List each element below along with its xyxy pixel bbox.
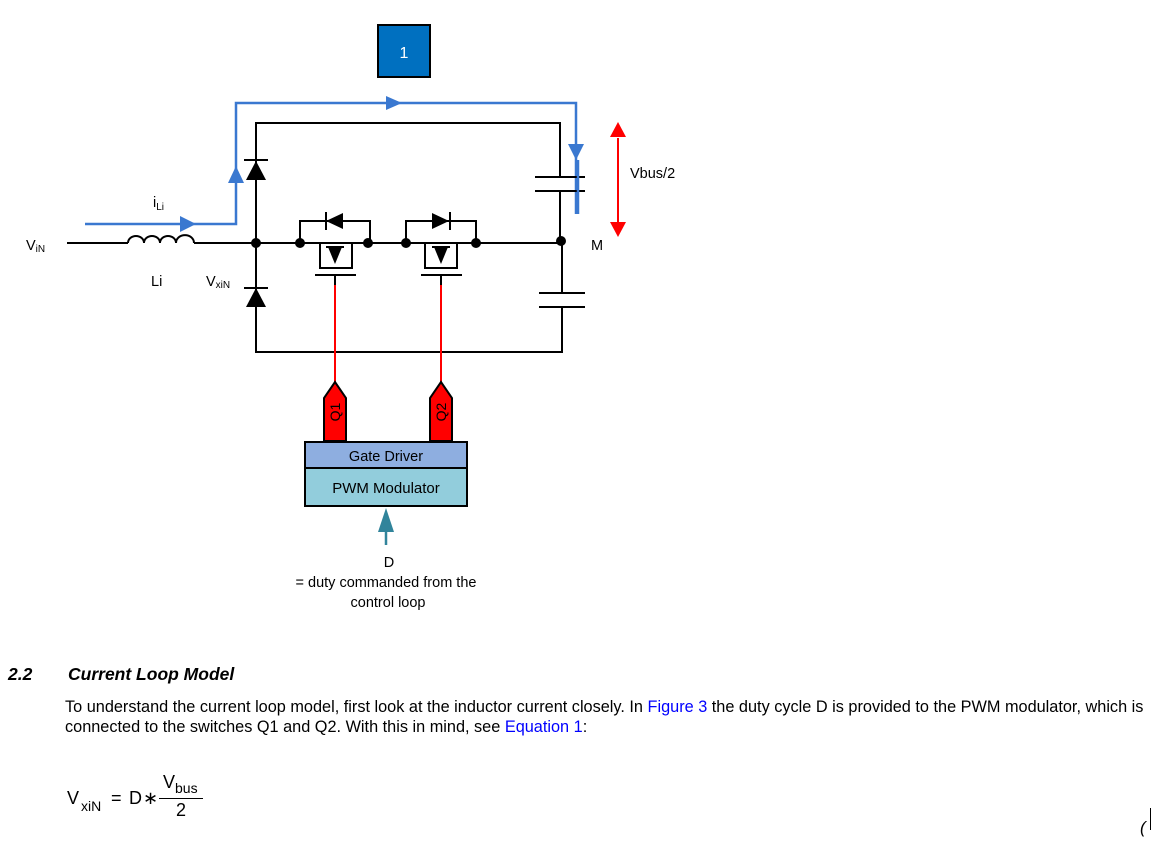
eq-lhs-sub: xiN xyxy=(81,798,102,814)
section-heading: 2.2 Current Loop Model xyxy=(8,664,234,685)
eq-duty: D xyxy=(129,788,142,808)
vin-label: ViN xyxy=(26,238,45,255)
eq-numerator-sub: bus xyxy=(175,780,198,796)
midpoint-label: M xyxy=(591,238,603,254)
duty-symbol: D xyxy=(384,555,394,571)
vbus-half-label: Vbus/2 xyxy=(630,166,675,182)
q1-body-diode xyxy=(326,213,343,229)
current-arrow-2 xyxy=(228,166,244,183)
gate-signal-lines xyxy=(334,285,442,383)
callout-badge: 1 xyxy=(377,24,431,78)
equation-number: ( xyxy=(1140,818,1146,837)
current-arrow-1 xyxy=(180,216,196,232)
paragraph-text: To understand the current loop model, fi… xyxy=(65,698,648,716)
gate-driver-block: Gate Driver xyxy=(304,441,468,469)
eq-denominator: 2 xyxy=(175,800,186,820)
junction-dots xyxy=(251,236,566,248)
q2-body-diode xyxy=(432,213,449,229)
gate-q1-label: Q1 xyxy=(327,402,343,421)
pwm-modulator-label: PWM Modulator xyxy=(332,480,440,497)
gate-q2-connector: Q2 xyxy=(429,380,453,442)
body-paragraph: To understand the current loop model, fi… xyxy=(65,697,1153,737)
q1-channel-diode xyxy=(328,247,342,264)
eq-lhs: V xyxy=(67,788,80,808)
gate-q2-label: Q2 xyxy=(433,402,449,421)
current-arrow-3 xyxy=(386,96,402,110)
current-arrow-4 xyxy=(568,144,584,160)
duty-arrow xyxy=(378,508,394,545)
upper-diode xyxy=(244,159,268,180)
eq-numerator: V xyxy=(163,772,176,792)
figure-3-link[interactable]: Figure 3 xyxy=(647,698,708,716)
vbus-half-arrow xyxy=(610,122,626,237)
q2-channel-diode xyxy=(434,247,448,264)
equation-1-link[interactable]: Equation 1 xyxy=(504,718,583,736)
converter-schematic: 1 xyxy=(26,24,675,611)
paragraph-text: the duty cycle D is provided to the PWM … xyxy=(65,698,1144,736)
section-number: 2.2 xyxy=(8,664,33,684)
section-title: Current Loop Model xyxy=(68,664,235,684)
callout-number: 1 xyxy=(400,45,409,62)
paragraph-text: : xyxy=(582,718,588,736)
duty-description-line2: control loop xyxy=(351,595,426,611)
pwm-modulator-block: PWM Modulator xyxy=(304,467,468,507)
eq-fraction-bar xyxy=(159,798,203,799)
gate-q1-connector: Q1 xyxy=(323,380,347,442)
eq-multiply: ∗ xyxy=(143,788,159,808)
cursor-caret xyxy=(1150,808,1151,830)
lower-diode xyxy=(244,287,268,307)
inductor-label: Li xyxy=(151,274,162,290)
circuit-wires xyxy=(67,122,585,353)
duty-description-line1: = duty commanded from the xyxy=(296,575,477,591)
vxin-label: VxiN xyxy=(206,274,230,291)
gate-driver-label: Gate Driver xyxy=(349,449,423,465)
inductor-current-label: iLi xyxy=(153,195,164,213)
eq-equals: = xyxy=(111,788,122,808)
